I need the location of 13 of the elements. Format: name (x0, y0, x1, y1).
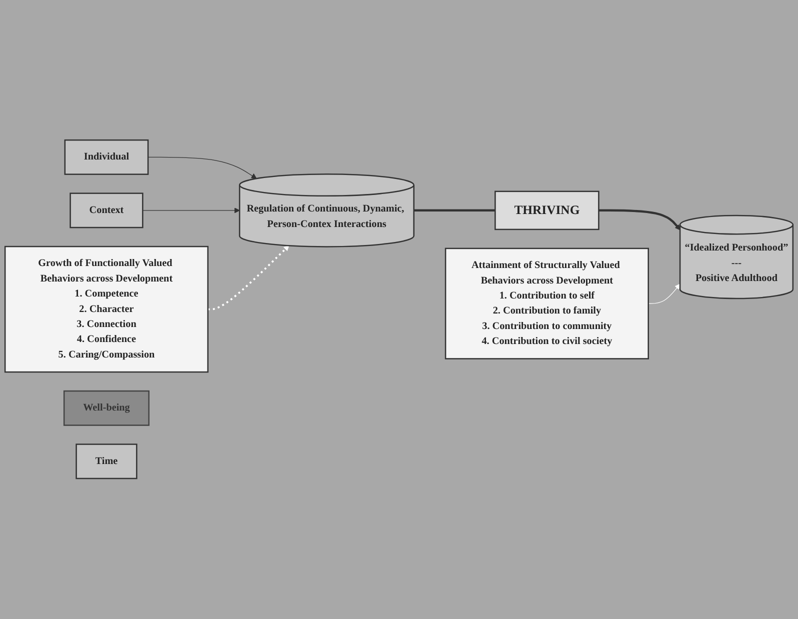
arrow (208, 246, 290, 310)
arrow (598, 210, 680, 230)
node-box: Context (70, 192, 144, 228)
node-box: Individual (64, 140, 149, 176)
node-box: THRIVING (494, 191, 600, 230)
arrow (142, 208, 240, 214)
node-box: Well-being (63, 390, 150, 426)
arrow (148, 157, 257, 180)
node-box: Growth of Functionally Valued Behaviors across Development 1. Competence 2. Character 3. Connection 4. Confidence 5. Caring/Compassion (4, 246, 209, 373)
connector (414, 210, 496, 212)
node-box: Attainment of Structurally Valued Behaviors across Development 1. Contribution to self 2. Contribution to family 3. Contribution to community 4. Contribution to civil society (444, 248, 649, 360)
arrow (648, 284, 680, 304)
node-box: Time (76, 444, 138, 480)
